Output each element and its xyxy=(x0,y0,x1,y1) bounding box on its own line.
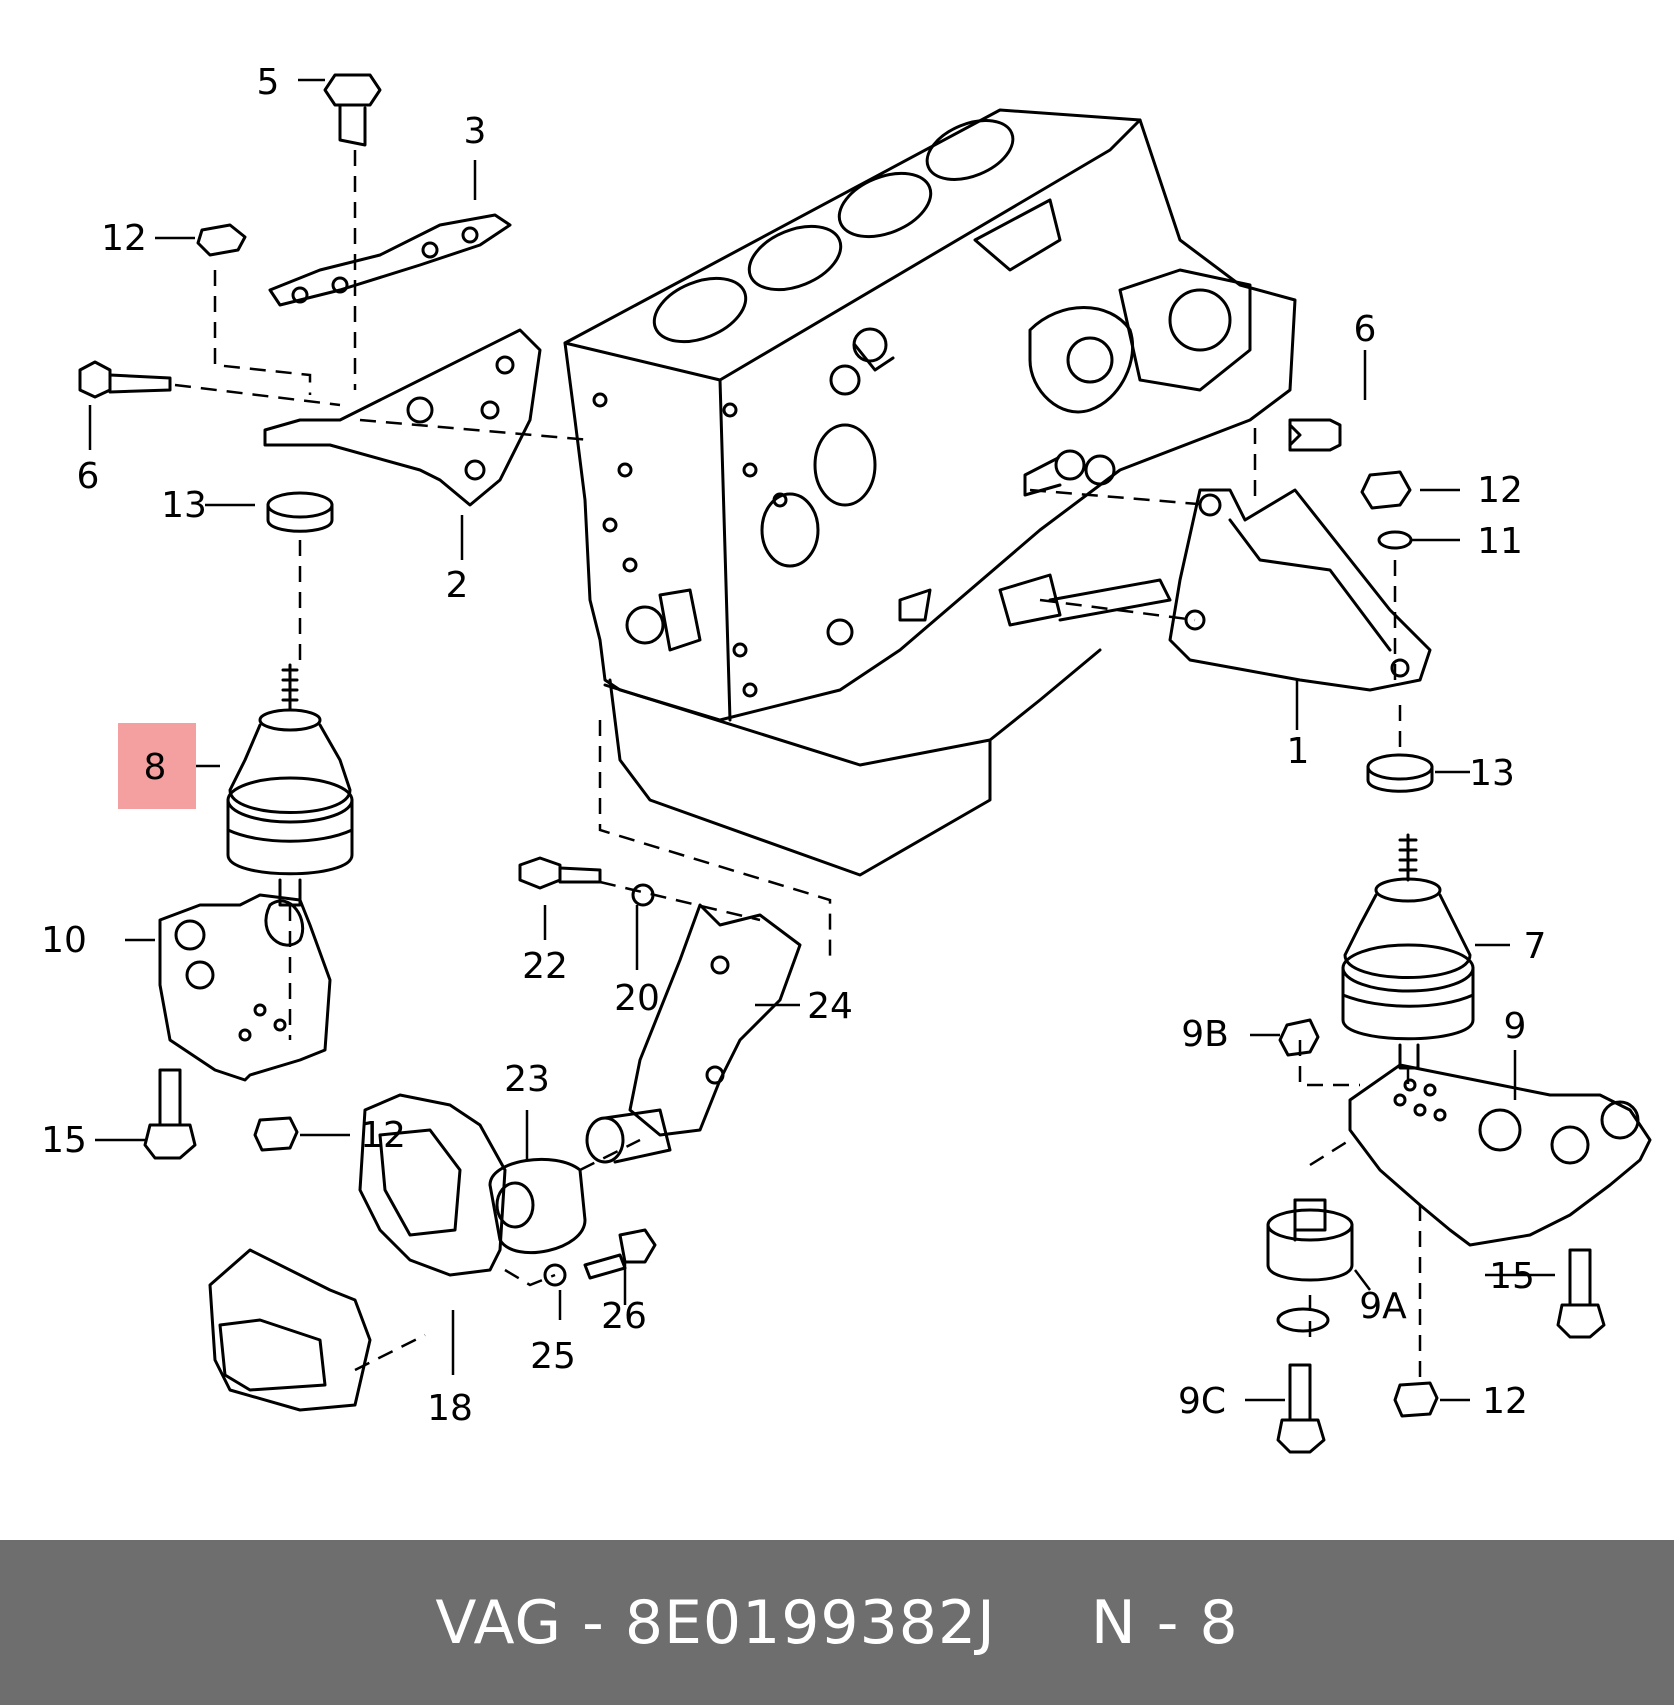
callout-7: 7 xyxy=(1524,926,1547,967)
callout-22: 22 xyxy=(522,946,568,987)
callout-18: 18 xyxy=(427,1388,473,1429)
callout-5: 5 xyxy=(257,62,280,103)
callout-24: 24 xyxy=(807,986,853,1027)
callout-26: 26 xyxy=(601,1296,647,1337)
brand-separator: - xyxy=(582,1587,605,1658)
callout-9a: 9A xyxy=(1359,1286,1407,1327)
callout-15-left: 15 xyxy=(41,1120,87,1161)
callout-8: 8 xyxy=(144,747,167,788)
right-support-bracket-drawing xyxy=(1266,1018,1652,1454)
callout-15-right: 15 xyxy=(1489,1256,1535,1297)
engine-block-drawing xyxy=(563,108,1297,877)
callout-labels: 5 3 12 6 13 2 8 10 15 12 6 12 11 1 13 7 … xyxy=(41,62,1546,1429)
callout-12-left: 12 xyxy=(360,1115,406,1156)
callout-11: 11 xyxy=(1477,521,1523,562)
callout-20: 20 xyxy=(614,978,660,1019)
callout-12-top-left: 12 xyxy=(101,218,147,259)
engine-mount-7-drawing xyxy=(1341,833,1475,1070)
highlight-box-8 xyxy=(118,723,196,809)
position-label: N - 8 xyxy=(1090,1587,1239,1658)
right-engine-bracket-drawing xyxy=(1168,418,1434,793)
callout-12-bottom-right: 12 xyxy=(1482,1381,1528,1422)
engine-mount-8-drawing xyxy=(226,663,354,907)
callout-13-right: 13 xyxy=(1469,753,1515,794)
part-info-footer: VAG - 8E0199382J N - 8 xyxy=(0,1540,1674,1705)
callout-2: 2 xyxy=(446,565,469,606)
callout-9: 9 xyxy=(1504,1006,1527,1047)
callout-9c: 9C xyxy=(1178,1381,1226,1422)
callout-6-right: 6 xyxy=(1354,309,1377,350)
callout-9b: 9B xyxy=(1181,1014,1229,1055)
left-engine-bracket-drawing xyxy=(78,73,542,533)
leader-lines xyxy=(88,78,1555,1402)
brand-label: VAG xyxy=(435,1587,563,1658)
callout-10: 10 xyxy=(41,920,87,961)
left-support-bracket-drawing xyxy=(143,893,332,1160)
callout-12-right: 12 xyxy=(1477,470,1523,511)
callout-3: 3 xyxy=(464,111,487,152)
callout-13-left: 13 xyxy=(161,485,207,526)
part-number: 8E0199382J xyxy=(624,1587,996,1658)
callout-25: 25 xyxy=(530,1336,576,1377)
callout-6-left: 6 xyxy=(77,456,100,497)
exploded-parts-diagram: 5 3 12 6 13 2 8 10 15 12 6 12 11 1 13 7 … xyxy=(41,62,1652,1454)
lower-center-parts-drawing xyxy=(208,856,802,1412)
callout-23: 23 xyxy=(504,1059,550,1100)
callout-1: 1 xyxy=(1287,731,1310,772)
